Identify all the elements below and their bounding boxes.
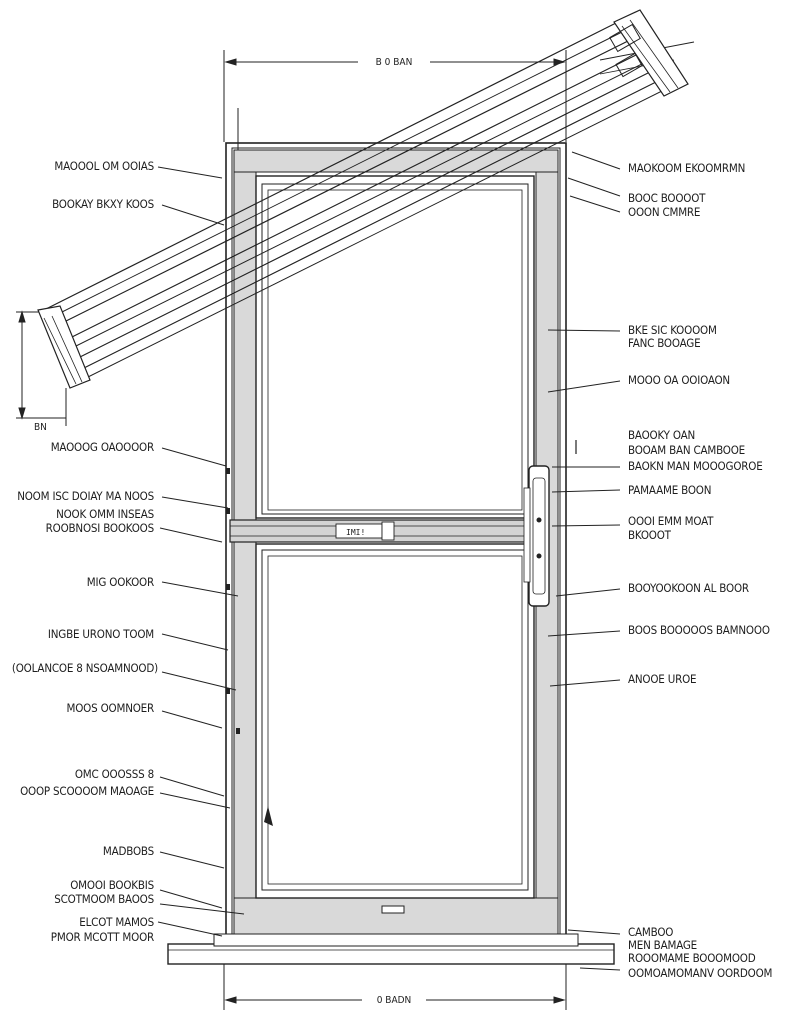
bottom-width-label: 0 BADN (377, 995, 412, 1006)
callout-right-7: BAOOKY OAN (628, 428, 695, 442)
door-handle (523, 440, 577, 607)
callout-left-13: MADBOBS (103, 844, 154, 858)
callout-right-17: MEN BAMAGE (628, 938, 697, 952)
callout-left-12: OOOP SCOOOOM MAOAGE (20, 784, 154, 798)
callout-left-14: OMOOI BOOKBIS (70, 878, 154, 892)
callout-right-13: BOOYOOKOON AL BOOR (628, 581, 749, 595)
callout-left-3: MAOOOG OAOOOOR (51, 440, 154, 454)
callout-right-4: BKE SIC KOOOOM (628, 323, 717, 337)
callout-right-18: ROOOMAME BOOOMOOD (628, 951, 756, 965)
diagonal-strut (37, 9, 695, 389)
callout-right-14: BOOS BOOOOOS BAMNOOO (628, 623, 770, 637)
callout-left-16: ELCOT MAMOS (79, 915, 154, 929)
callout-left-8: INGBE URONO TOOM (48, 627, 154, 641)
left-height-dimension (16, 310, 67, 426)
mid-rail-lock-label: IMI! (346, 528, 365, 537)
left-callouts: MAOOOL OM OOIAS BOOKAY BKXY KOOS MAOOOG … (12, 159, 158, 944)
right-callouts: MAOKOOM EKOOMRMN BOOC BOOOOT OOON CMMRE … (628, 161, 772, 980)
callout-right-11: OOOI EMM MOAT (628, 514, 714, 528)
callout-left-15: SCOTMOOM BAOOS (54, 892, 154, 906)
top-width-label: B 0 BAN (376, 57, 413, 68)
callout-left-9: (OOLANCOE 8 NSOAMNOOD) (12, 661, 158, 675)
callout-right-5: FANC BOOAGE (628, 336, 700, 350)
callout-right-8: BOOAM BAN CAMBOOE (628, 443, 745, 457)
callout-left-7: MIG OOKOOR (87, 575, 154, 589)
callout-right-1: MAOKOOM EKOOMRMN (628, 161, 745, 175)
callout-left-11: OMC OOOSSS 8 (75, 767, 154, 781)
callout-left-4: NOOM ISC DOIAY MA NOOS (17, 489, 154, 503)
mid-rail (229, 519, 531, 543)
right-leader-lines (547, 151, 621, 971)
callout-right-12: BKOOOT (628, 528, 672, 542)
callout-left-1: MAOOOL OM OOIAS (54, 159, 154, 173)
lower-glass-panel (255, 543, 535, 899)
callout-left-5: NOOK OMM INSEAS (56, 507, 154, 521)
callout-right-6: MOOO OA OOIOAON (628, 373, 730, 387)
callout-right-3: OOON CMMRE (628, 205, 700, 219)
callout-right-16: CAMBOO (628, 925, 673, 939)
callout-left-6: ROOBNOSI BOOKOOS (46, 521, 154, 535)
callout-right-10: PAMAAME BOON (628, 483, 711, 497)
threshold-sill (167, 933, 615, 965)
left-height-label: BN (34, 422, 47, 433)
bottom-latch (381, 905, 405, 914)
upper-glass-panel (255, 175, 535, 519)
left-leader-lines (157, 166, 245, 937)
callout-right-9: BAOKN MAN MOOOGOROE (628, 459, 763, 473)
callout-left-17: PMOR MCOTT MOOR (51, 930, 154, 944)
callout-right-15: ANOOE UROE (628, 672, 696, 686)
callout-right-2: BOOC BOOOOT (628, 191, 706, 205)
callout-left-10: MOOS OOMNOER (67, 701, 154, 715)
callout-right-19: OOMOAMOMANV OORDOOM (628, 966, 772, 980)
callout-left-2: BOOKAY BKXY KOOS (52, 197, 154, 211)
hinge-marks (226, 468, 273, 826)
